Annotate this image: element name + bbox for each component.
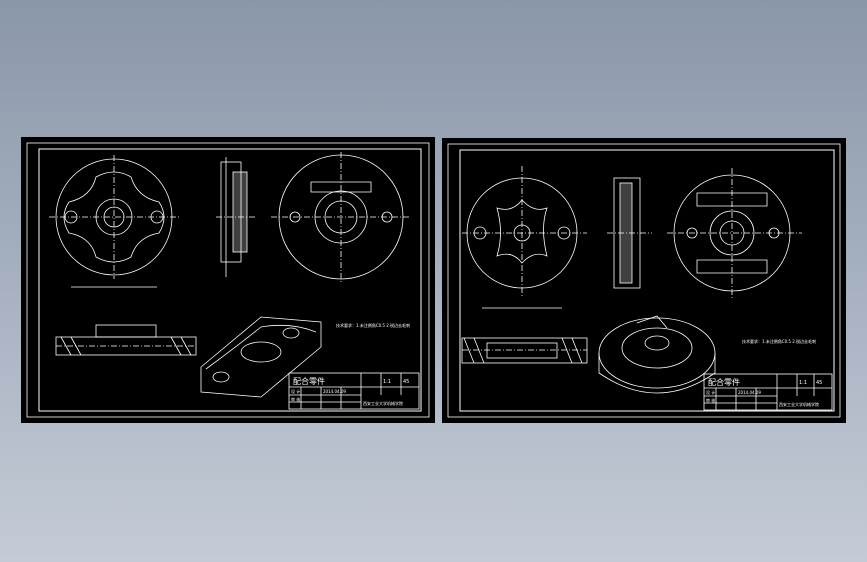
tech-note: 技术要求：1.未注倒角C0.5 2.锐边去毛刺 (336, 322, 410, 328)
isometric-view-left (200, 316, 322, 398)
designer-label: 设 计 (706, 389, 715, 395)
isometric-view-right (598, 315, 716, 394)
designer-label: 设 计 (291, 388, 300, 394)
title-block-right (703, 373, 833, 411)
part-name: 配合零件 (293, 376, 325, 386)
part-name: 配合零件 (708, 377, 740, 387)
check-label: 审 核 (706, 397, 715, 403)
school-name: 西安工业大学机械学院 (779, 401, 819, 407)
material-value: 45 (816, 380, 822, 386)
bottom-section-left (55, 324, 197, 356)
drawing-sheet-left[interactable]: 技术要求：1.未注倒角C0.5 2.锐边去毛刺 配合零件 1:1 45 设 计 … (21, 137, 435, 423)
front-view-left (49, 155, 181, 288)
top-view-right-left (271, 152, 411, 282)
check-label: 审 核 (291, 396, 300, 402)
bottom-section-right (461, 337, 588, 364)
tech-note: 技术要求：1.未注倒角C0.5 2.锐边去毛刺 (742, 338, 816, 344)
drawing-sheet-right[interactable]: 技术要求：1.未注倒角C0.5 2.锐边去毛刺 配合零件 1:1 45 设 计 … (442, 138, 846, 423)
scale-value: 1:1 (799, 380, 807, 386)
title-block-left (288, 372, 420, 410)
date-value: 2014.04.09 (323, 389, 346, 394)
front-view-right (462, 166, 587, 309)
date-value: 2014.04.09 (738, 390, 761, 395)
scale-value: 1:1 (383, 379, 391, 385)
school-name: 西安工业大学机械学院 (363, 400, 403, 406)
material-value: 45 (403, 379, 409, 385)
section-view-left (216, 157, 256, 277)
top-view-right-right (667, 168, 802, 298)
section-view-right (607, 177, 652, 289)
